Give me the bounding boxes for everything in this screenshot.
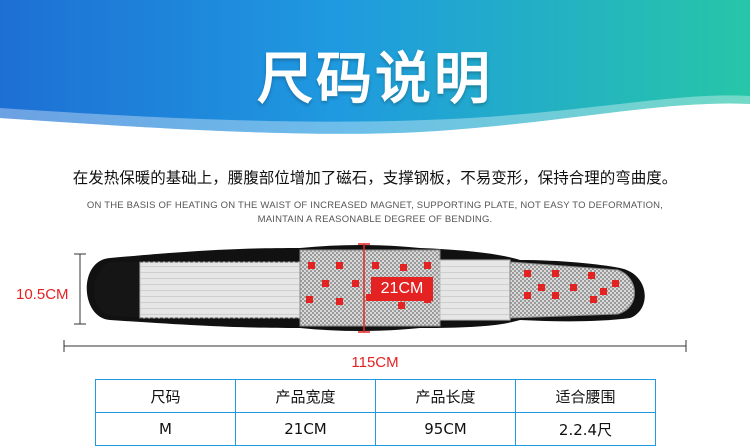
magnet-dot bbox=[524, 292, 531, 299]
size-table-cell: 2.2.4尺 bbox=[515, 412, 656, 446]
size-table-cell: M bbox=[95, 412, 236, 446]
magnet-dot bbox=[612, 280, 619, 287]
banner-wave-decoration bbox=[0, 95, 750, 140]
length-label: 115CM bbox=[351, 354, 399, 371]
belt-left-strap bbox=[94, 262, 150, 318]
description-english: ON THE BASIS OF HEATING ON THE WAIST OF … bbox=[0, 199, 750, 227]
belt-illustration bbox=[63, 243, 687, 352]
size-table-cell: 21CM bbox=[235, 412, 376, 446]
belt-left-panel bbox=[139, 261, 301, 319]
magnet-dot bbox=[570, 284, 577, 291]
description-chinese: 在发热保暖的基础上，腰腹部位增加了磁石，支撑钢板，不易变形，保持合理的弯曲度。 bbox=[72, 169, 678, 187]
size-table: 尺码 产品宽度 产品长度 适合腰围 M 21CM 95CM 2.2.4尺 bbox=[95, 379, 656, 446]
magnet-dot bbox=[524, 270, 531, 277]
size-table-cell: 95CM bbox=[375, 412, 516, 446]
page-title: 尺码说明 bbox=[257, 47, 493, 112]
description-english-line-2: MAINTAIN A REASONABLE DEGREE OF BENDING. bbox=[257, 214, 493, 225]
magnet-dot bbox=[552, 270, 559, 277]
magnet-dot bbox=[398, 302, 405, 309]
magnet-dot bbox=[308, 262, 315, 269]
magnet-dot bbox=[366, 294, 373, 301]
magnet-dot bbox=[588, 272, 595, 279]
magnet-dot bbox=[552, 292, 559, 299]
magnet-dot bbox=[352, 280, 359, 287]
magnet-dot bbox=[336, 298, 343, 305]
magnet-dot bbox=[322, 280, 329, 287]
description-english-line-1: ON THE BASIS OF HEATING ON THE WAIST OF … bbox=[86, 200, 664, 211]
width-label: 21CM bbox=[371, 277, 433, 301]
table-row: M 21CM 95CM 2.2.4尺 bbox=[95, 412, 656, 446]
header-banner: 尺码说明 bbox=[0, 0, 750, 140]
magnet-dot bbox=[372, 262, 379, 269]
magnet-dot bbox=[306, 296, 313, 303]
magnet-dot bbox=[336, 262, 343, 269]
magnet-dot bbox=[424, 262, 431, 269]
size-table-header: 适合腰围 bbox=[515, 379, 656, 413]
magnet-dot bbox=[400, 264, 407, 271]
magnet-dot bbox=[590, 296, 597, 303]
belt-right-panel bbox=[439, 259, 511, 321]
magnet-dot bbox=[600, 288, 607, 295]
size-table-header: 产品长度 bbox=[375, 379, 516, 413]
height-label: 10.5CM bbox=[16, 286, 69, 303]
size-table-header: 尺码 bbox=[95, 379, 236, 413]
size-table-header: 产品宽度 bbox=[235, 379, 376, 413]
size-table-header-row: 尺码 产品宽度 产品长度 适合腰围 bbox=[95, 379, 656, 413]
magnet-dot bbox=[538, 284, 545, 291]
